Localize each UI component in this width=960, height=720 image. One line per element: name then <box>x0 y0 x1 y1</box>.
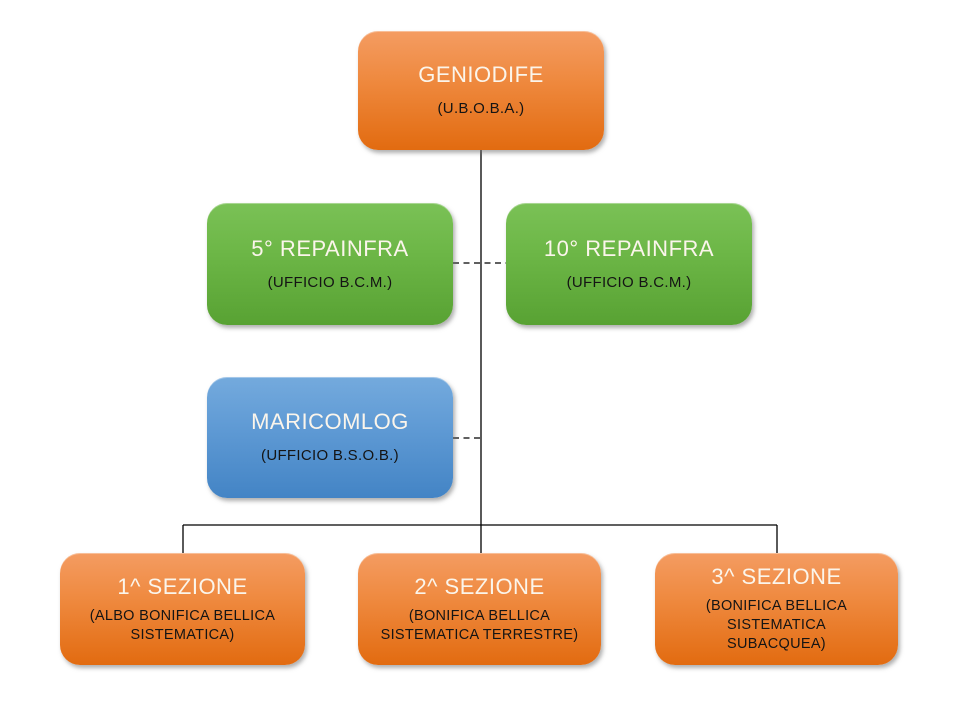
org-node-subtitle: (BONIFICA BELLICA SISTEMATICA TERRESTRE) <box>380 607 579 643</box>
org-node-repainfra-5: 5° REPAINFRA (UFFICIO B.C.M.) <box>207 203 453 325</box>
org-node-geniodife: GENIODIFE (U.B.O.B.A.) <box>358 31 604 150</box>
org-node-repainfra-10: 10° REPAINFRA (UFFICIO B.C.M.) <box>506 203 752 325</box>
org-node-sezione-2: 2^ SEZIONE (BONIFICA BELLICA SISTEMATICA… <box>358 553 601 665</box>
org-node-subtitle: (UFFICIO B.C.M.) <box>566 273 692 291</box>
org-node-subtitle: (BONIFICA BELLICA SISTEMATICA SUBACQUEA) <box>705 598 848 653</box>
org-node-maricomlog: MARICOMLOG (UFFICIO B.S.O.B.) <box>207 377 453 498</box>
org-node-subtitle: (ALBO BONIFICA BELLICA SISTEMATICA) <box>89 607 276 643</box>
org-node-sezione-1: 1^ SEZIONE (ALBO BONIFICA BELLICA SISTEM… <box>60 553 305 665</box>
org-node-title: 3^ SEZIONE <box>711 564 842 590</box>
org-node-title: 1^ SEZIONE <box>117 573 248 599</box>
org-node-title: 10° REPAINFRA <box>543 235 715 261</box>
org-node-title: 2^ SEZIONE <box>414 573 545 599</box>
org-node-subtitle: (UFFICIO B.S.O.B.) <box>261 447 399 465</box>
org-node-subtitle: (UFFICIO B.C.M.) <box>267 273 393 291</box>
org-node-subtitle: (U.B.O.B.A.) <box>437 100 525 118</box>
org-node-title: 5° REPAINFRA <box>251 235 409 261</box>
org-node-sezione-3: 3^ SEZIONE (BONIFICA BELLICA SISTEMATICA… <box>655 553 898 665</box>
org-node-title: MARICOMLOG <box>251 409 409 435</box>
org-node-title: GENIODIFE <box>418 62 544 88</box>
